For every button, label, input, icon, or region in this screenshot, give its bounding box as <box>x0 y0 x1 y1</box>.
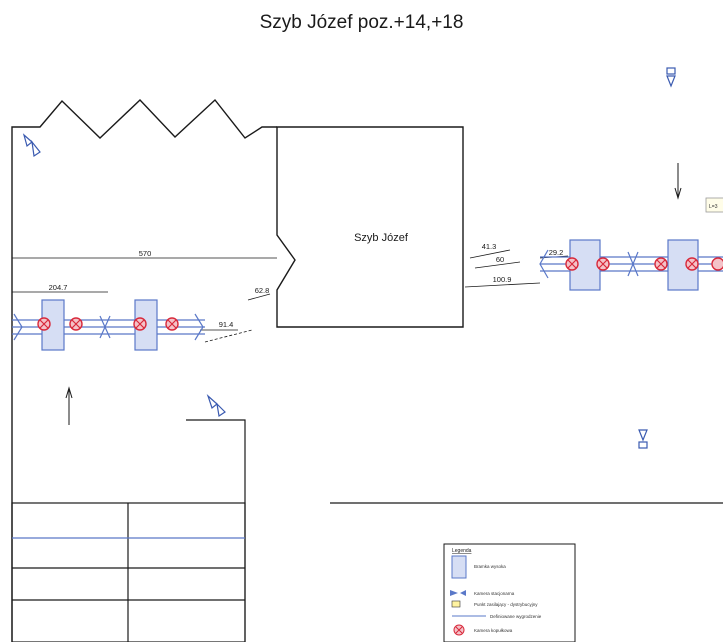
arrow-down-icon <box>674 163 682 200</box>
dimension-62-8: 62.8 <box>255 286 270 295</box>
left-conveyor <box>12 299 205 351</box>
wagon-coupler-icon <box>99 315 111 339</box>
dimension-204-7: 204.7 <box>49 283 68 292</box>
left-wall-outline <box>11 98 277 642</box>
camera-icon <box>450 590 466 596</box>
camera-icon <box>638 429 648 449</box>
right-conveyor <box>539 239 723 291</box>
edge-label: L=3 <box>709 204 718 210</box>
camera-icon <box>22 133 41 158</box>
dimension-29-2: 29.2 <box>549 248 564 257</box>
page-title: Szyb Józef poz.+14,+18 <box>259 12 464 33</box>
dimension-570: 570 <box>139 249 152 258</box>
dimension-60: 60 <box>496 255 504 264</box>
legend-item-label: Kamera stacjonarna <box>474 591 515 596</box>
wagon-end-icon <box>539 249 549 279</box>
camera-icon <box>206 394 226 418</box>
legend: Legenda Bramka wysoka Kamera stacjonarna… <box>443 543 576 642</box>
dimension-41-3: 41.3 <box>482 242 497 251</box>
dimension-100-9: 100.9 <box>493 275 512 284</box>
lower-walls <box>11 419 723 642</box>
legend-item-label: Bramka wysoka <box>474 564 506 569</box>
edge-label-box <box>705 197 723 213</box>
legend-heading: Legenda <box>452 548 472 554</box>
point-icon <box>451 600 461 608</box>
dimension-lines <box>12 249 569 343</box>
arrow-up-icon <box>65 386 73 425</box>
wagon-end-icon <box>194 313 204 341</box>
wagon-coupler-icon <box>627 251 639 277</box>
wagon-icon <box>451 555 467 579</box>
camera-icon <box>666 67 676 88</box>
legend-item-label: Kamera kopułkowa <box>474 628 513 633</box>
legend-item-label: Definiowane wygrodzenie <box>490 614 542 619</box>
wagon-end-icon <box>13 313 23 341</box>
dimension-91-4: 91.4 <box>219 320 234 329</box>
shaft-label: Szyb Józef <box>354 232 409 244</box>
legend-item-label: Punkt zasilający - dystrybucyjny <box>474 602 538 607</box>
shaft-box <box>276 126 464 328</box>
